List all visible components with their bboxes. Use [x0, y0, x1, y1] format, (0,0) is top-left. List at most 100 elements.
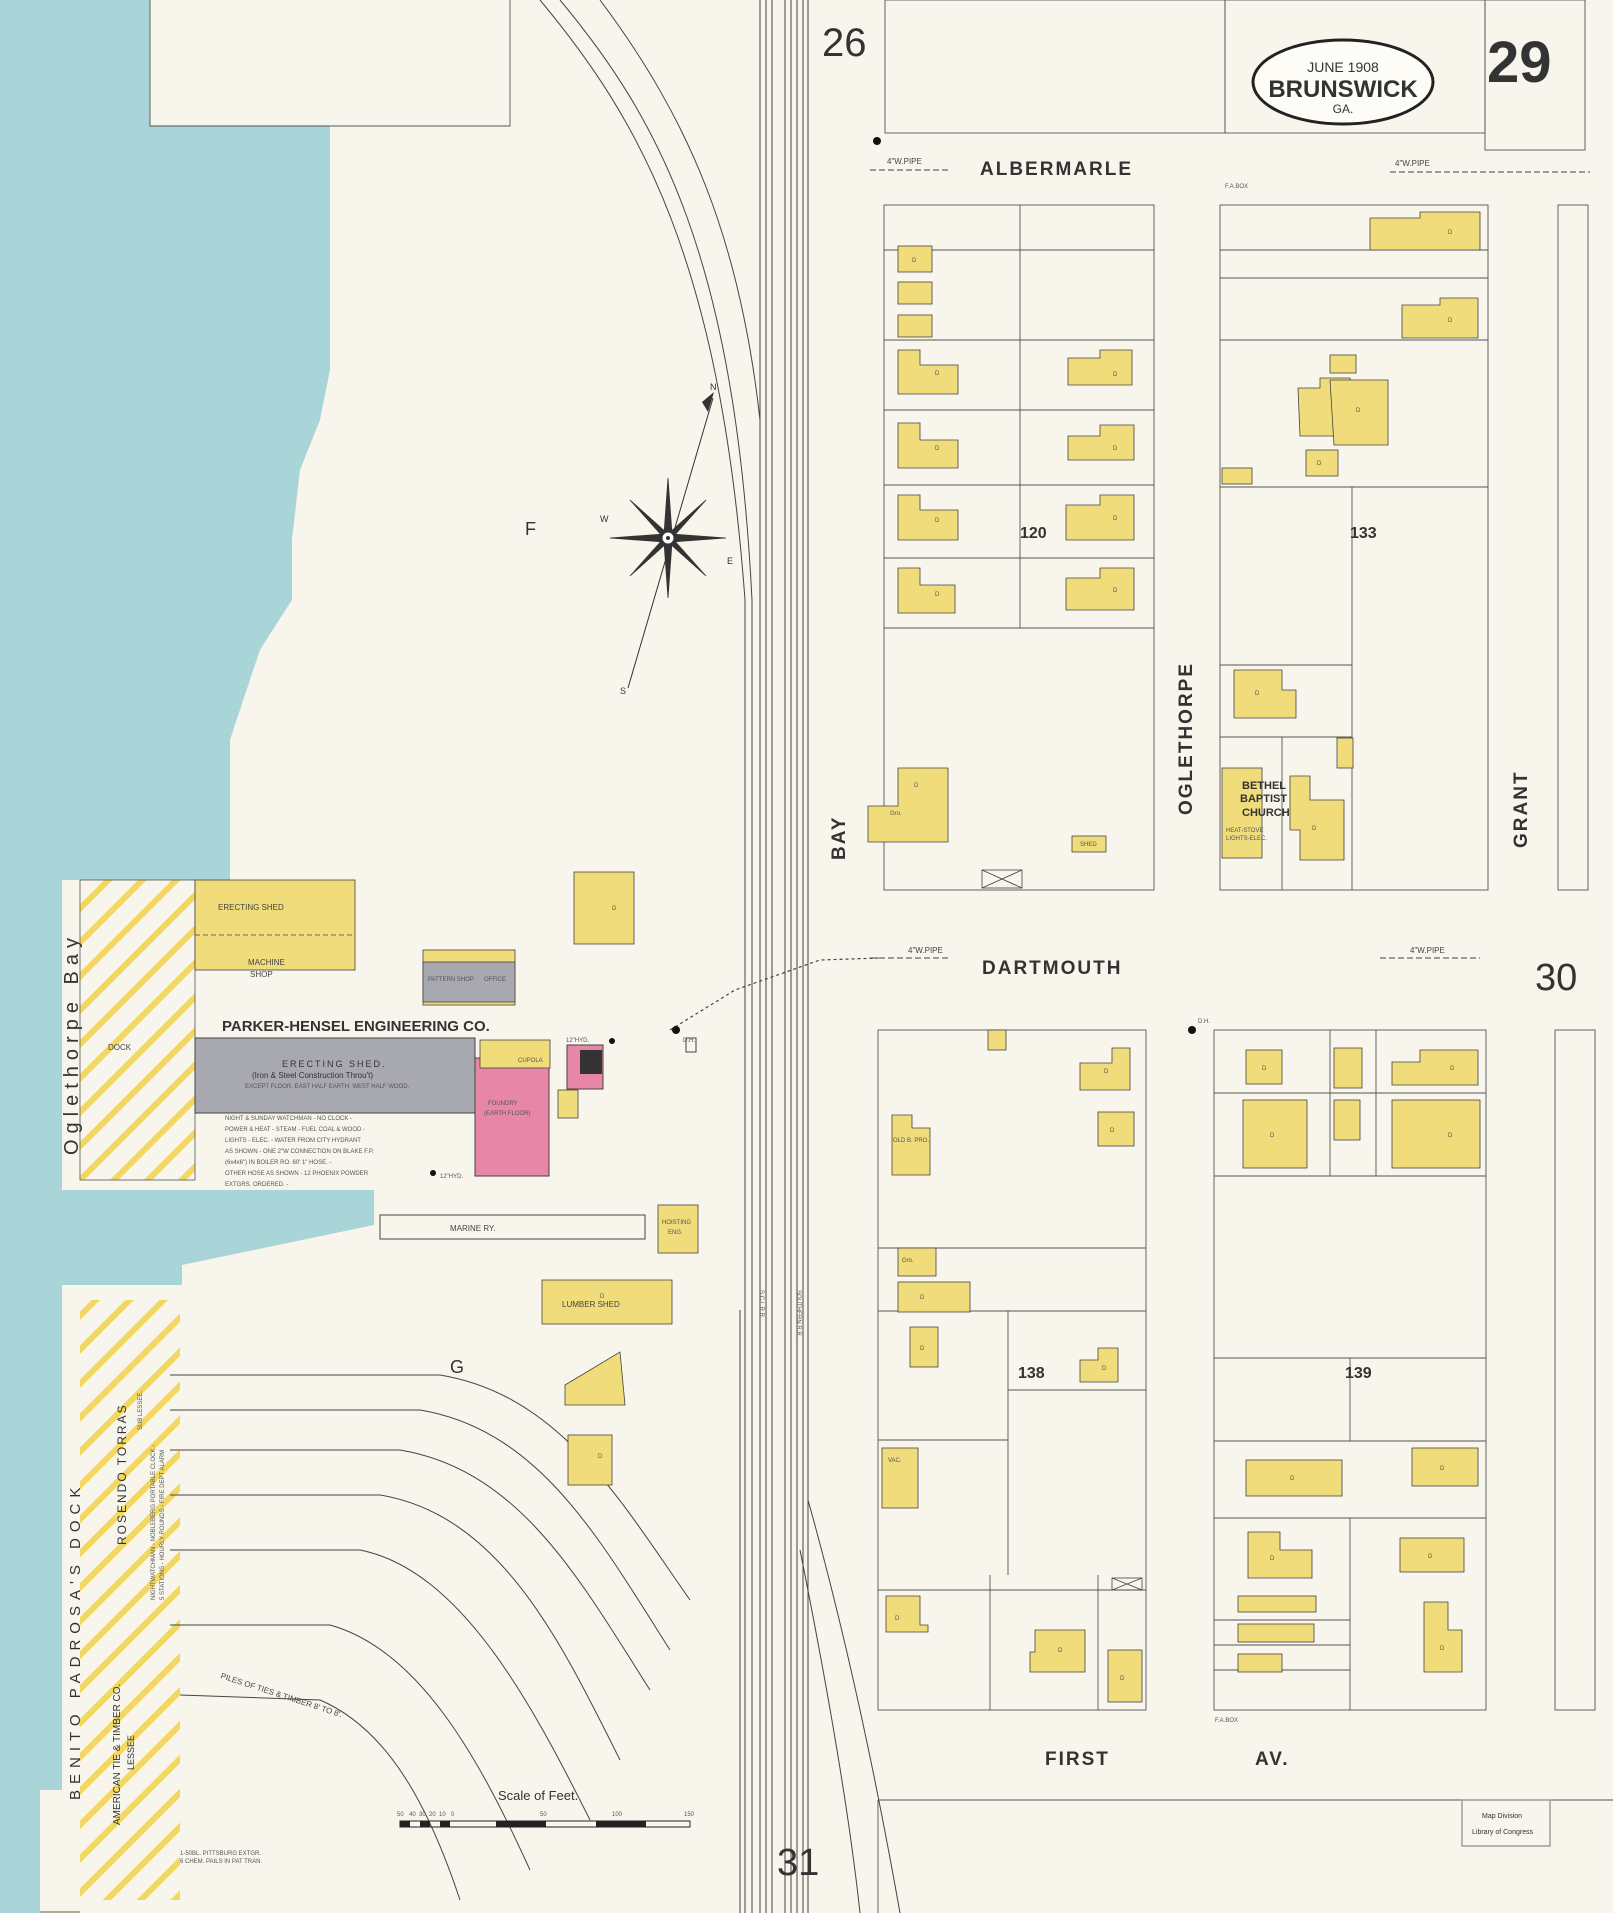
parcel-ne-corner [1484, 0, 1586, 151]
bldg-label-d: D [1113, 588, 1118, 594]
compass-rose-icon [609, 397, 727, 689]
foundry-label: FOUNDRY [488, 1101, 518, 1107]
scale-tick: 150 [684, 1812, 695, 1818]
dotted-pipe-dartmouth [669, 957, 881, 1031]
compass-n: N [710, 382, 717, 392]
footnote: 6 CHEM. PAILS IN PAT TRAN. [180, 1859, 262, 1865]
bldg-label-d: D [935, 371, 940, 377]
bldg-label-d: D [1104, 1069, 1109, 1075]
rail-label: S.C.L.R.R. [758, 1290, 764, 1319]
construction-note: (Iron & Steel Construction Throu't) [252, 1071, 373, 1080]
compass-w: W [600, 514, 609, 524]
dock-hatch-south [80, 1300, 180, 1900]
bldg-label-d: D [1270, 1133, 1275, 1139]
compass-s: S [620, 686, 626, 696]
american-tie-timber-label: AMERICAN TIE & TIMBER CO. [112, 1684, 123, 1825]
church-name-3: CHURCH [1242, 807, 1290, 819]
hydrant-label: 12"HYD. [566, 1038, 589, 1044]
plant-note-line: OTHER HOSE AS SHOWN - 12 PHOENIX POWDER [225, 1171, 369, 1177]
plant-note-line: AS SHOWN - ONE 2"W CONNECTION ON BLAKE F… [225, 1149, 374, 1155]
pipe-label: 4"W.PIPE [887, 157, 922, 166]
bldg-label-d: D [914, 783, 919, 789]
area-label-g: G [450, 1357, 464, 1377]
bldg-label-d: D [920, 1295, 925, 1301]
compass-e: E [727, 556, 733, 566]
block-138 [877, 1029, 1147, 1711]
bldg-label-gro: Gro. [902, 1258, 914, 1264]
pipe-label: 4"W.PIPE [1410, 946, 1445, 955]
hydrant-icon [873, 137, 881, 145]
bldg-label-d: D [1440, 1646, 1445, 1652]
bldg-label-d: D [1058, 1648, 1063, 1654]
header-city: BRUNSWICK [1268, 76, 1418, 103]
street-albermarle: ALBERMARLE [980, 159, 1133, 180]
street-grant: GRANT [1511, 770, 1532, 848]
plant-note-line: NIGHT & SUNDAY WATCHMAN - NO CLOCK - [225, 1116, 352, 1122]
bldg-label-d: D [1312, 826, 1317, 832]
bldg-label-d: D [1448, 230, 1453, 236]
bldg-label-d: D [1290, 1476, 1295, 1482]
scale-tick: 40 [409, 1812, 416, 1818]
block-number-120: 120 [1020, 525, 1047, 542]
bldg-label-d: D [1262, 1066, 1267, 1072]
block-120 [867, 204, 1155, 891]
benito-padrosa-dock-label: BENITO PADROSA'S DOCK [67, 1482, 84, 1800]
scale-bar [399, 1820, 691, 1828]
area-label-f: F [525, 519, 536, 539]
bldg-label-d: D [912, 258, 917, 264]
street-first-av: AV. [1255, 1749, 1290, 1770]
scale-tick: 30 [419, 1812, 426, 1818]
bldg-label-d: D [1120, 1676, 1125, 1682]
bldg-label-d: D [1113, 446, 1118, 452]
erecting-shed-top-label: ERECTING SHED [218, 903, 284, 912]
bldg-label-d: D [895, 1616, 900, 1622]
plant-note-line: POWER & HEAT - STEAM - FUEL COAL & WOOD … [225, 1127, 365, 1133]
bldg-label-shed: SHED [1080, 842, 1097, 848]
machine-shop-label: SHOP [250, 970, 273, 979]
bldg-label-d: D [1110, 1128, 1115, 1134]
oglethorpe-bay-water [0, 0, 380, 1913]
bldg-label-d: D [1255, 691, 1260, 697]
adjacent-sheet-east: 30 [1535, 957, 1577, 999]
scale-tick: 20 [429, 1812, 436, 1818]
rail-label: SOUTHERN R.R. [795, 1290, 801, 1338]
scale-tick: 0 [451, 1812, 455, 1818]
hydrant-label: 12"HYD. [440, 1174, 463, 1180]
hydrant-icon [1188, 1026, 1196, 1034]
block-number-138: 138 [1018, 1365, 1045, 1382]
adjacent-sheet-north: 26 [822, 21, 867, 65]
sub-lessee-label: SUB LESSEE. [138, 1391, 144, 1430]
header-state: GA. [1333, 102, 1354, 116]
hoisting-label: ENG. [668, 1230, 683, 1236]
erecting-shed-label: ERECTING SHED. [282, 1059, 387, 1069]
fire-alarm-box-label: F.A.BOX [1215, 1718, 1238, 1724]
earth-floor-label: (EARTH FLOOR) [484, 1111, 531, 1117]
east-strip-south [1554, 1029, 1596, 1711]
plant-note-line: LIGHTS - ELEC. - WATER FROM CITY HYDRANT [225, 1138, 361, 1144]
floor-note: EXCEPT FLOOR, EAST HALF EARTH, WEST HALF… [245, 1084, 410, 1090]
cupola-label: CUPOLA [518, 1058, 543, 1064]
rosendo-torras-label: ROSENDO TORRAS [115, 1403, 129, 1545]
scale-tick: 100 [612, 1812, 623, 1818]
hydrant-icon [672, 1026, 680, 1034]
stamp-text: Map Division [1482, 1813, 1522, 1820]
church-name-2: BAPTIST [1240, 793, 1287, 805]
dh-label: D.H. [683, 1038, 695, 1044]
machine-shop-label: MACHINE [248, 958, 285, 967]
bldg-label-d: D [935, 592, 940, 598]
pipe-label: 4"W.PIPE [1395, 159, 1430, 168]
header-date: JUNE 1908 [1307, 59, 1379, 75]
bldg-label-d: D [920, 1346, 925, 1352]
bldg-label-d: D [1440, 1466, 1445, 1472]
church-note: HEAT-STOVE [1226, 828, 1263, 834]
bldg-label-d: D [1317, 461, 1322, 467]
dock-hatch-north [79, 879, 196, 1181]
footnote: 1-50BL. PITTSBURG EXTGR. [180, 1851, 261, 1857]
block-number-133: 133 [1350, 525, 1377, 542]
office-label: OFFICE [484, 977, 506, 983]
marine-ry-label: MARINE RY. [450, 1224, 496, 1233]
compass-arrow-icon [702, 392, 714, 412]
bldg-label-old: OLD B. PRO. [893, 1138, 929, 1144]
block-number-139: 139 [1345, 1365, 1372, 1382]
scale-tick: 10 [439, 1812, 446, 1818]
